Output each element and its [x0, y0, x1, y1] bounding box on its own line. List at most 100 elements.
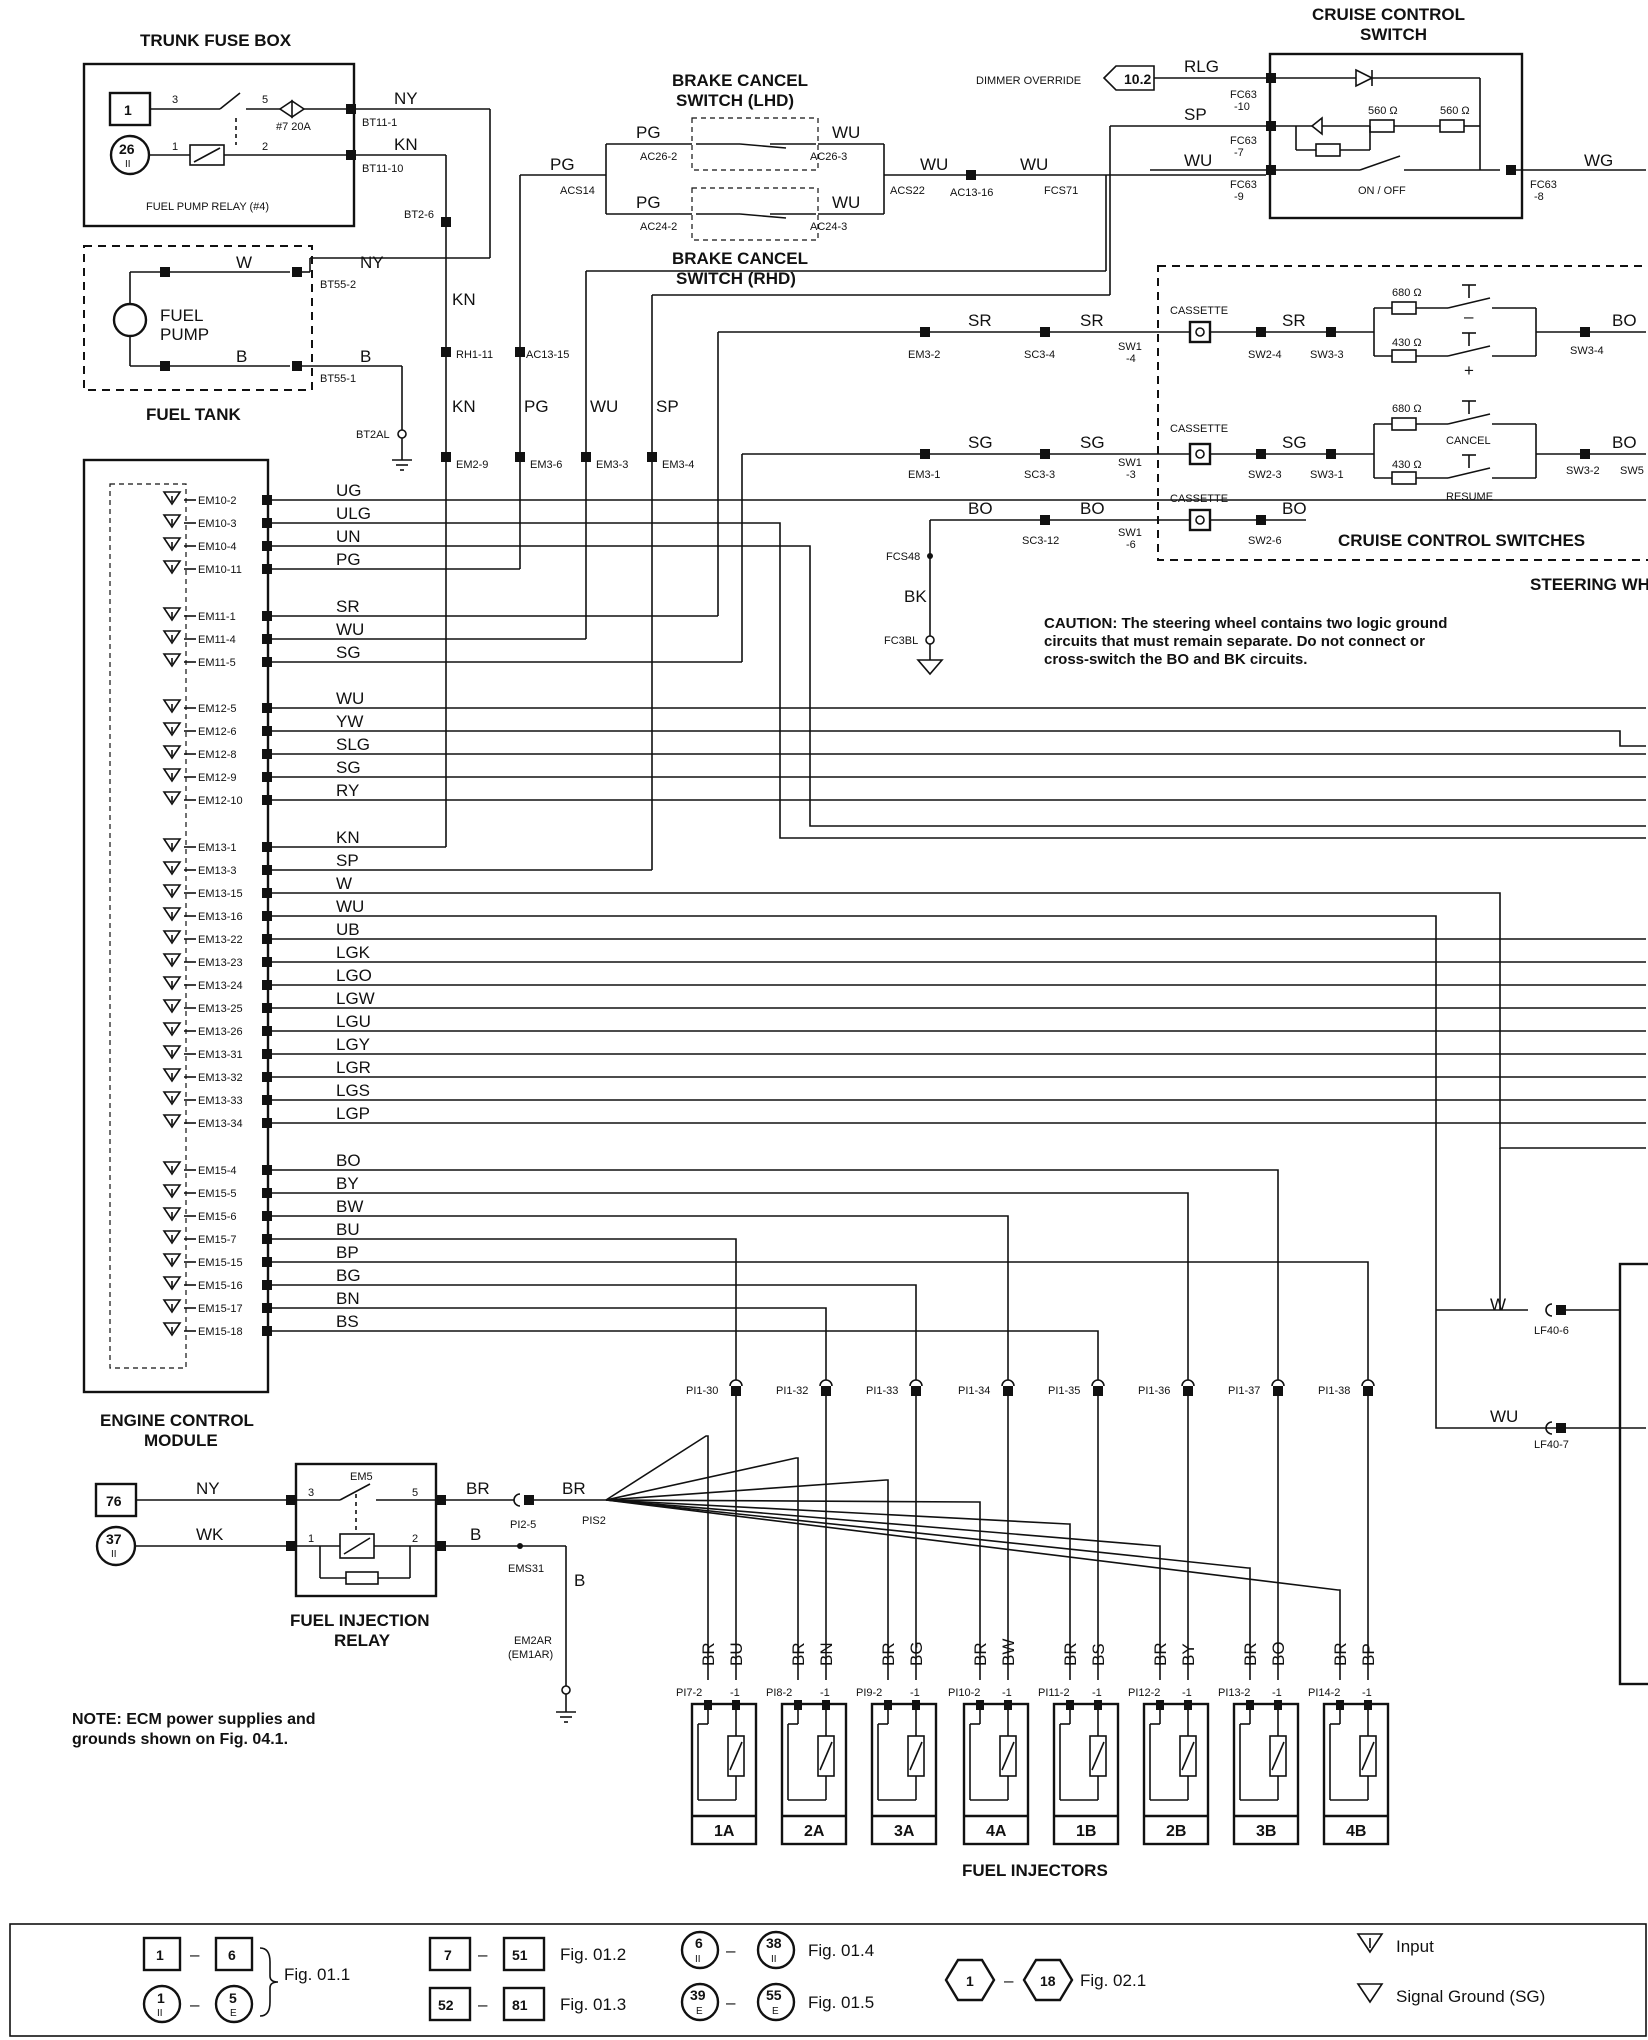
input-icon — [162, 930, 182, 945]
ecm-wire-label: KN — [336, 828, 360, 847]
injector-supply-pin: PI14-2 — [1308, 1687, 1340, 1699]
svg-text:SWITCH: SWITCH — [1360, 25, 1427, 44]
svg-text:CAUTION: The steering wheel c: CAUTION: The steering wheel contains two… — [1044, 615, 1447, 632]
svg-text:5: 5 — [262, 94, 268, 106]
ground-triangle — [916, 659, 944, 676]
ecm-wire-label: RY — [336, 781, 359, 800]
input-icon — [162, 653, 182, 668]
svg-text:52: 52 — [438, 1997, 454, 2013]
svg-text:RLG: RLG — [1184, 57, 1219, 76]
ecm-pin-label: EM13-32 — [198, 1072, 243, 1084]
injector-supply-label: BR — [1061, 1642, 1080, 1666]
svg-text:BO: BO — [1080, 499, 1105, 518]
svg-text:B: B — [360, 347, 371, 366]
ecm-wire-label: UB — [336, 920, 360, 939]
pi1-pin-label: PI1-38 — [1318, 1385, 1350, 1397]
svg-text:(EM1AR): (EM1AR) — [508, 1649, 553, 1661]
injector-supply-wire — [605, 1435, 709, 1680]
ecm-pin-label: EM10-3 — [198, 518, 237, 530]
svg-text:560 Ω: 560 Ω — [1440, 105, 1470, 117]
svg-text:-9: -9 — [1234, 191, 1244, 203]
svg-text:39: 39 — [690, 1987, 706, 2003]
svg-text:Fig. 01.1: Fig. 01.1 — [284, 1965, 350, 1984]
svg-text:EM3-6: EM3-6 — [530, 459, 562, 471]
injector-signal-label: BY — [1179, 1643, 1198, 1666]
svg-text:PG: PG — [636, 193, 661, 212]
injector-supply-wire — [605, 1499, 1161, 1680]
svg-text:Fig. 01.4: Fig. 01.4 — [808, 1941, 874, 1960]
injector-signal-wire — [268, 1284, 917, 1380]
ecm-wire-label: SLG — [336, 735, 370, 754]
fuel-pump-relay-label: FUEL PUMP RELAY (#4) — [146, 201, 269, 213]
svg-text:10.2: 10.2 — [1124, 71, 1151, 87]
svg-text:KN: KN — [394, 135, 418, 154]
svg-text:CRUISE CONTROL SWITCHES: CRUISE CONTROL SWITCHES — [1338, 531, 1585, 550]
svg-text:1: 1 — [124, 102, 132, 118]
svg-text:430 Ω: 430 Ω — [1392, 459, 1422, 471]
svg-text:FC3BL: FC3BL — [884, 635, 918, 647]
ecm-wire-label: WU — [336, 620, 364, 639]
svg-text:BO: BO — [1612, 311, 1637, 330]
injector-body — [690, 1702, 758, 1846]
svg-text:NY: NY — [394, 89, 418, 108]
injector-supply-pin: PI8-2 — [766, 1687, 792, 1699]
ecm-pin-label: EM12-8 — [198, 749, 237, 761]
ecm-wire-label: ULG — [336, 504, 371, 523]
svg-text:SR: SR — [968, 311, 992, 330]
injector-name: 4B — [1346, 1823, 1366, 1840]
injector-minus-pin: -1 — [910, 1687, 920, 1699]
svg-text:II: II — [157, 2008, 163, 2019]
svg-text:B: B — [574, 1571, 585, 1590]
svg-text:3: 3 — [172, 94, 178, 106]
svg-text:ENGINE CONTROL: ENGINE CONTROL — [100, 1411, 254, 1430]
input-icon — [162, 745, 182, 760]
ecm-pin-label: EM13-15 — [198, 888, 243, 900]
ecm-pin-row: EM12-8 SLG — [162, 735, 370, 761]
svg-text:NY: NY — [360, 253, 384, 272]
input-icon — [1356, 1933, 1384, 1954]
injector-name: 2B — [1166, 1823, 1186, 1840]
cruise-control-switches: CASSETTE SR SW2-4 SW3-3 680 Ω 430 Ω – + … — [1157, 265, 1648, 561]
svg-text:SG: SG — [1080, 433, 1105, 452]
svg-text:W: W — [236, 253, 252, 272]
svg-text:1: 1 — [156, 1947, 164, 1963]
svg-text:-10: -10 — [1234, 101, 1250, 113]
ecm-pin-row: EM12-5WU — [162, 689, 364, 715]
fuel-tank-title: FUEL TANK — [146, 405, 241, 424]
svg-text:–: – — [478, 1945, 488, 1964]
ecm-pin-row: EM13-3SP — [162, 851, 359, 877]
injector-supply-label: BR — [1151, 1642, 1170, 1666]
svg-text:CASSETTE: CASSETTE — [1170, 423, 1228, 435]
input-icon — [162, 630, 182, 645]
svg-text:AC26-3: AC26-3 — [810, 151, 847, 163]
injector-minus-pin: -1 — [730, 1687, 740, 1699]
svg-text:SW1: SW1 — [1118, 341, 1142, 353]
injector-signal-wire — [268, 1261, 1369, 1380]
svg-text:680 Ω: 680 Ω — [1392, 287, 1422, 299]
svg-text:430 Ω: 430 Ω — [1392, 337, 1422, 349]
svg-text:E: E — [772, 2006, 779, 2017]
injector-supply-pin: PI9-2 — [856, 1687, 882, 1699]
input-icon — [162, 1276, 182, 1291]
injector-signal-label: BN — [817, 1642, 836, 1666]
ecm-pin-row: EM15-7BU — [162, 1220, 360, 1246]
svg-text:CRUISE CONTROL: CRUISE CONTROL — [1312, 5, 1465, 24]
svg-text:LF40-6: LF40-6 — [1534, 1325, 1569, 1337]
led-icon — [1310, 116, 1323, 136]
svg-text:WU: WU — [1184, 151, 1212, 170]
ecm-wire-label: W — [336, 874, 352, 893]
ecm-pin-row: EM12-9SG — [162, 758, 361, 784]
injector-signal-wire — [268, 1169, 1279, 1380]
ecm-pin-row: EM15-5BY — [162, 1174, 359, 1200]
input-icon — [162, 537, 182, 552]
svg-text:WK: WK — [196, 1525, 224, 1544]
ecm-pin-label: EM12-6 — [198, 726, 237, 738]
svg-text:Signal Ground (SG): Signal Ground (SG) — [1396, 1987, 1545, 2006]
